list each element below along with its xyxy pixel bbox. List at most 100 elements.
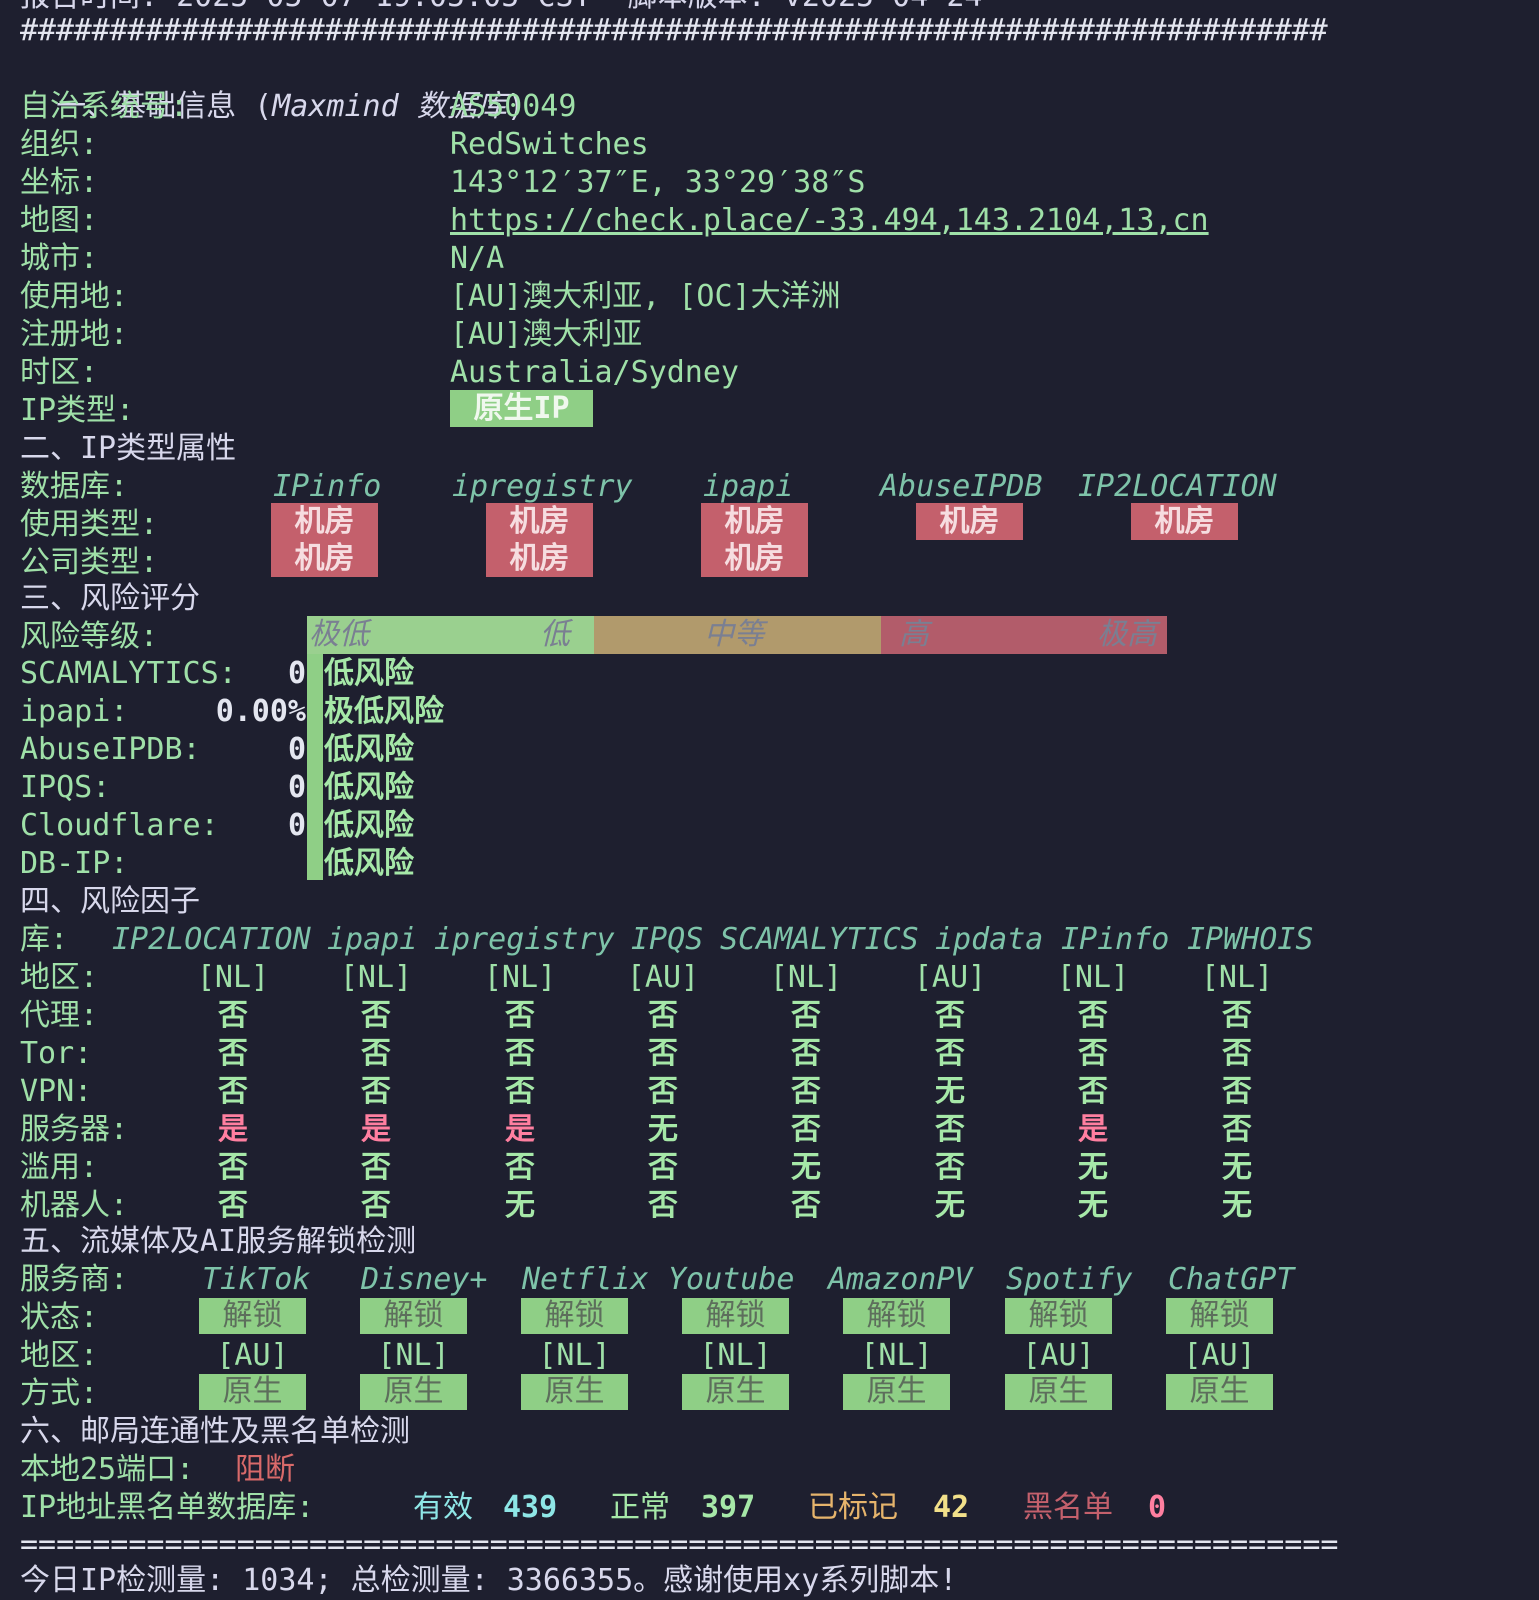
city-value: N/A xyxy=(450,241,505,276)
lib-ip2location: IP2LOCATION xyxy=(112,922,311,957)
service-name: AmazonPV xyxy=(828,1262,973,1297)
service-status-badge: 解锁 xyxy=(1005,1298,1112,1334)
section2-title: 二、IP类型属性 xyxy=(20,431,237,466)
factor-cell: 否 xyxy=(218,1150,248,1185)
lib-ipqs: IPQS xyxy=(631,922,704,957)
factor-cell: 否 xyxy=(505,1074,535,1109)
db-abuseipdb: AbuseIPDB xyxy=(880,469,1043,504)
risk-indicator-bar xyxy=(307,654,323,880)
map-link[interactable]: https://check.place/-33.494,143.2104,13,… xyxy=(450,203,1209,238)
service-status-badge: 解锁 xyxy=(682,1298,789,1334)
risk-scale-high-segment xyxy=(881,616,1167,654)
section1-title: 一、基础信息 (Maxmind 数据库) xyxy=(20,50,525,124)
factor-cell: 否 xyxy=(935,1112,965,1147)
factor-cell: [NL] xyxy=(339,960,413,995)
city-label: 城市: xyxy=(20,241,99,276)
service-status-badge: 解锁 xyxy=(521,1298,628,1334)
usage-type-ipapi: 机房 xyxy=(701,503,808,540)
factor-cell: [NL] xyxy=(196,960,270,995)
factor-cell: 否 xyxy=(1222,998,1252,1033)
company-type-ipregistry: 机房 xyxy=(486,540,593,577)
service-status-badge: 解锁 xyxy=(360,1298,467,1334)
factor-cell: 否 xyxy=(361,998,391,1033)
dbip-label: DB-IP: xyxy=(20,846,129,881)
factor-row-label: VPN: xyxy=(20,1074,93,1109)
blacklist-count: 0 xyxy=(1148,1490,1167,1525)
service-region: [NL] xyxy=(860,1338,933,1373)
factor-cell: 无 xyxy=(935,1074,965,1109)
dbip-score xyxy=(180,845,306,883)
scale-very-high: 极高 xyxy=(1097,617,1157,652)
factor-cell: 否 xyxy=(361,1188,391,1223)
company-type-ipapi: 机房 xyxy=(701,540,808,577)
factor-cell: 否 xyxy=(1078,1074,1108,1109)
provider-label: 服务商: xyxy=(20,1262,129,1297)
lib-ipwhois: IPWHOIS xyxy=(1187,922,1314,957)
service-name: Disney+ xyxy=(361,1262,488,1297)
factor-cell: 否 xyxy=(218,1188,248,1223)
company-type-ipinfo: 机房 xyxy=(271,540,378,577)
factor-cell: 否 xyxy=(648,1150,678,1185)
service-status-badge: 解锁 xyxy=(199,1298,306,1334)
risk-scale-bar: 极低 低 中等 高 极高 xyxy=(307,616,1167,654)
factor-cell: 否 xyxy=(648,1074,678,1109)
ipapi-label: ipapi: xyxy=(20,694,129,729)
abuseipdb-label: AbuseIPDB: xyxy=(20,732,201,767)
usage-type-ipinfo: 机房 xyxy=(271,503,378,540)
factor-cell: 无 xyxy=(505,1188,535,1223)
asn-value: AS50049 xyxy=(450,89,577,124)
database-label: 数据库: xyxy=(20,469,129,504)
factor-cell: 否 xyxy=(218,1074,248,1109)
factor-cell: 是 xyxy=(505,1112,535,1147)
db-ipapi: ipapi xyxy=(703,469,794,504)
service-method-badge: 原生 xyxy=(682,1374,789,1410)
asn-label: 自治系统号: xyxy=(20,89,189,124)
service-method-badge: 原生 xyxy=(843,1374,950,1410)
factor-cell: 否 xyxy=(935,1150,965,1185)
usage-type-ipregistry: 机房 xyxy=(486,503,593,540)
factor-row-label: 滥用: xyxy=(20,1150,99,1185)
lib-ipinfo: IPinfo xyxy=(1061,922,1170,957)
scamalytics-risk: 低风险 xyxy=(324,656,414,691)
normal-count: 397 xyxy=(701,1490,756,1525)
service-name: Spotify xyxy=(1006,1262,1133,1297)
service-name: ChatGPT xyxy=(1168,1262,1295,1297)
factor-cell: 否 xyxy=(218,1036,248,1071)
factor-cell: 否 xyxy=(1222,1112,1252,1147)
map-label: 地图: xyxy=(20,203,99,238)
method-label: 方式: xyxy=(20,1376,99,1411)
scamalytics-label: SCAMALYTICS: xyxy=(20,656,237,691)
valid-label: 有效 xyxy=(413,1490,473,1525)
factor-cell: 否 xyxy=(648,1036,678,1071)
coords-label: 坐标: xyxy=(20,165,99,200)
factor-cell: 无 xyxy=(791,1150,821,1185)
db-ip2location: IP2LOCATION xyxy=(1078,469,1277,504)
ipqs-score: 0 xyxy=(287,770,306,805)
service-method-badge: 原生 xyxy=(199,1374,306,1410)
factor-cell: 否 xyxy=(361,1074,391,1109)
service-region: [NL] xyxy=(699,1338,772,1373)
scale-medium: 中等 xyxy=(704,617,764,652)
cloudflare-label: Cloudflare: xyxy=(20,808,219,843)
factor-cell: 无 xyxy=(648,1112,678,1147)
org-label: 组织: xyxy=(20,127,99,162)
risk-scale-medium-segment xyxy=(594,616,881,654)
factor-cell: [NL] xyxy=(1056,960,1130,995)
ipqs-risk: 低风险 xyxy=(324,770,414,805)
region-label: 地区: xyxy=(20,1338,99,1373)
ipapi-risk: 极低风险 xyxy=(324,694,444,729)
marked-label: 已标记 xyxy=(808,1490,898,1525)
status-label: 状态: xyxy=(20,1300,99,1335)
factor-cell: 无 xyxy=(935,1188,965,1223)
section1-title-end: ) xyxy=(506,89,525,124)
service-name: Youtube xyxy=(668,1262,795,1297)
lib-ipapi: ipapi xyxy=(327,922,418,957)
library-label: 库: xyxy=(20,922,69,957)
factor-cell: 否 xyxy=(1078,1036,1108,1071)
factor-cell: 否 xyxy=(1222,1074,1252,1109)
lib-scamalytics: SCAMALYTICS xyxy=(720,922,919,957)
factor-cell: 无 xyxy=(1078,1188,1108,1223)
timezone-value: Australia/Sydney xyxy=(450,355,739,390)
service-name: Netflix xyxy=(522,1262,649,1297)
factor-cell: 否 xyxy=(648,998,678,1033)
